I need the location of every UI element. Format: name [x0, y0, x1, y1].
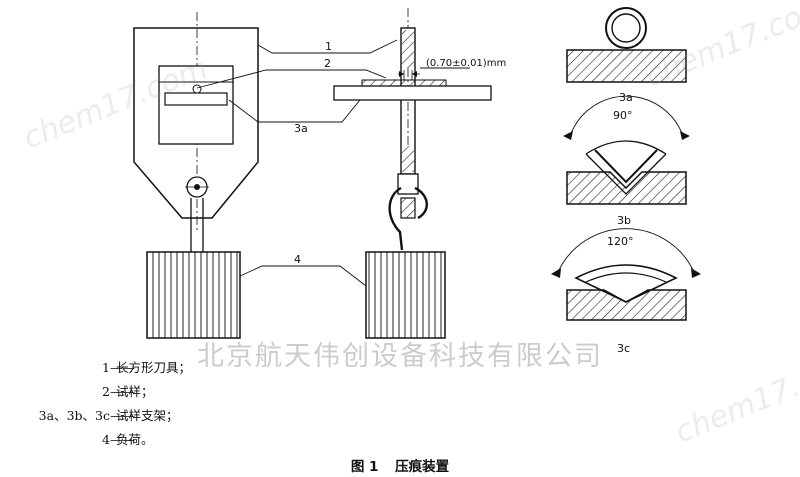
- load-weight-left: [146, 251, 241, 339]
- legend-item: 1——长方形刀具；: [0, 356, 230, 380]
- support-3a: [566, 7, 687, 83]
- support-label-3b: 3b: [617, 214, 631, 227]
- legend: 1——长方形刀具； 2——试样； 3a、3b、3c——试样支架； 4——负荷。: [0, 356, 230, 452]
- legend-text: 长方形刀具；: [116, 360, 192, 375]
- callout-1: 1: [325, 40, 332, 53]
- legend-item: 3a、3b、3c——试样支架；: [0, 404, 230, 428]
- legend-item: 4——负荷。: [0, 428, 230, 452]
- leader-lines: [196, 39, 470, 287]
- watermark-company: 北京航天伟创设备科技有限公司: [197, 341, 603, 372]
- cutter-housing-front: [133, 12, 259, 252]
- angle-label-3b: 90°: [613, 109, 633, 122]
- callout-3a: 3a: [294, 122, 308, 135]
- side-view-assembly: [333, 8, 492, 251]
- legend-text: 试样支架；: [116, 408, 179, 423]
- figure-number: 图 1: [350, 459, 379, 475]
- legend-key: 1: [102, 360, 110, 375]
- legend-key: 3a、3b、3c: [38, 408, 110, 423]
- load-weight-right: [365, 251, 446, 339]
- angle-label-3c: 120°: [607, 235, 634, 248]
- thickness-dimension: (0.70±0.01)mm: [426, 58, 506, 69]
- legend-text: 负荷。: [116, 432, 154, 447]
- support-3c: [551, 228, 701, 321]
- callout-4: 4: [294, 253, 301, 266]
- figure-caption: 图 1 压痕装置: [0, 455, 800, 475]
- legend-item: 2——试样；: [0, 380, 230, 404]
- figure-title: 压痕装置: [395, 459, 450, 475]
- support-label-3a: 3a: [619, 91, 633, 104]
- legend-key: 2: [102, 384, 110, 399]
- support-3b: [563, 95, 690, 205]
- legend-key: 4: [102, 432, 110, 447]
- legend-text: 试样；: [116, 384, 154, 399]
- callout-2: 2: [324, 57, 331, 70]
- support-label-3c: 3c: [617, 342, 630, 355]
